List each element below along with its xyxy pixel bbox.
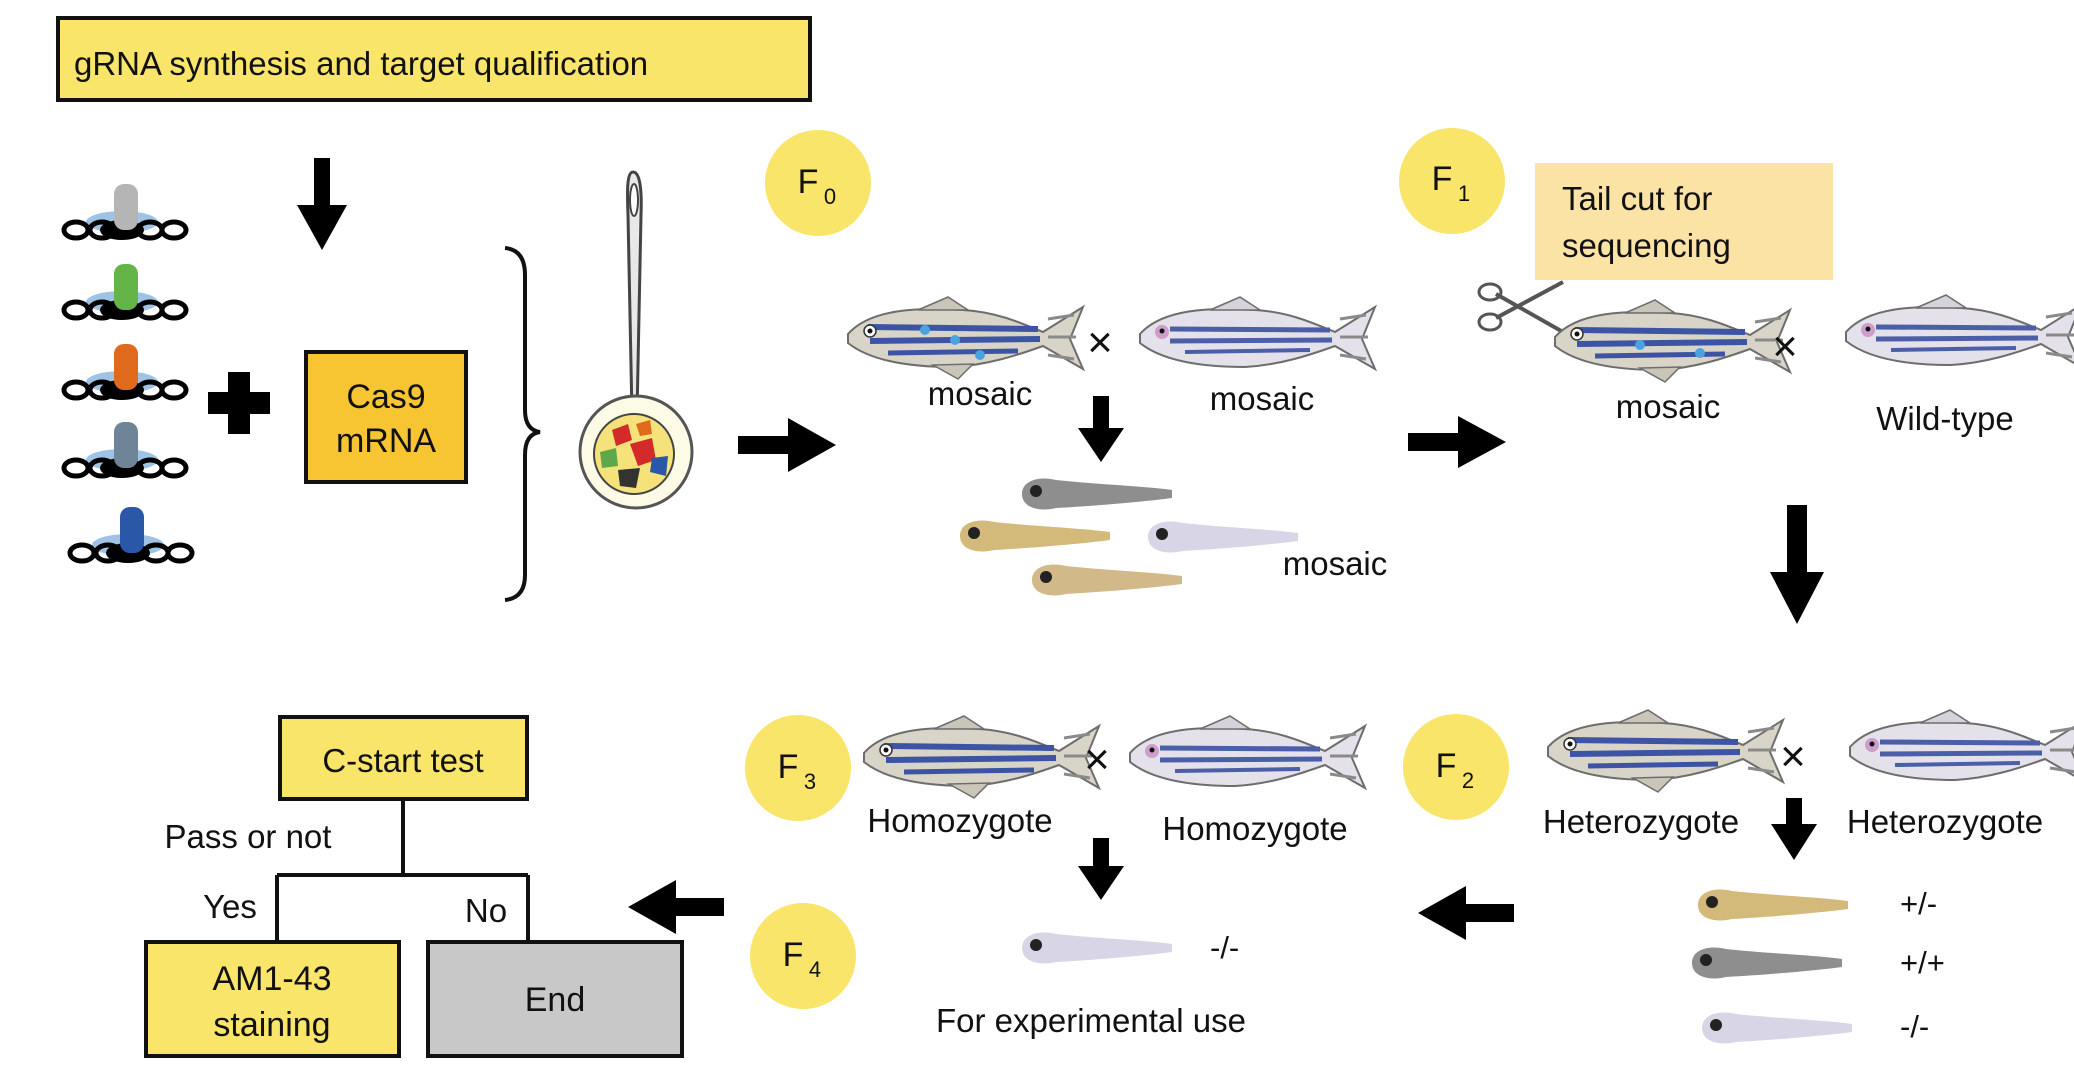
f0-cross-symbol: × [1087, 318, 1113, 367]
f1-sub: 1 [1458, 181, 1470, 206]
down-arrow-icon [1770, 505, 1824, 624]
f4-sub: 4 [809, 957, 821, 982]
f2-letter: F [1436, 747, 1457, 785]
decision-yes: Yes [203, 888, 257, 925]
embryo-icon [578, 394, 694, 510]
end-label: End [525, 981, 586, 1019]
am1-43-staining-box [144, 940, 401, 1058]
f4-use-label: For experimental use [936, 1002, 1246, 1039]
f0-fish-left [848, 297, 1083, 379]
tail-cut-line2: sequencing [1562, 227, 1731, 264]
f3-letter: F [778, 748, 799, 786]
f0-label-right: mosaic [1210, 380, 1315, 417]
left-arrow-icon [1418, 886, 1514, 940]
f2-down-arrow-icon [1771, 798, 1817, 860]
f0-down-arrow-icon [1078, 396, 1124, 462]
down-arrow-icon [297, 158, 347, 250]
right-arrow-icon [1408, 416, 1506, 468]
cas9-box [304, 350, 468, 484]
f2-cross-symbol: × [1780, 732, 1806, 781]
genotype-het: +/- [1900, 886, 1937, 921]
f2-label-left: Heterozygote [1543, 803, 1739, 840]
plus-icon [208, 372, 270, 434]
right-brace [504, 246, 541, 602]
f3-cross-symbol: × [1084, 735, 1110, 784]
decision-tree-lines [275, 799, 530, 940]
f0-label-left: mosaic [928, 375, 1033, 412]
injection-needle-icon [626, 170, 643, 417]
f3-offspring-genotype: -/- [1210, 930, 1239, 965]
grna-icon-gray [64, 184, 186, 240]
f0-fish-right [1140, 297, 1375, 369]
cas9-line2: mRNA [336, 422, 436, 460]
f3-label-right: Homozygote [1162, 810, 1347, 847]
tail-cut-line1: Tail cut for [1562, 180, 1712, 217]
grna-icon-orange [64, 344, 186, 400]
right-arrow-icon [738, 418, 836, 472]
title-box [56, 16, 812, 102]
title-text: gRNA synthesis and target qualification [74, 45, 648, 82]
cas9-line1: Cas9 [346, 378, 425, 416]
left-arrow-icon [628, 880, 724, 934]
am1-43-line1: AM1-43 [212, 960, 331, 998]
f1-fish-left [1555, 300, 1790, 382]
f4-circle [750, 903, 856, 1009]
decision-question: Pass or not [165, 818, 332, 855]
am1-43-line2: staining [213, 1006, 330, 1044]
f0-circle [765, 130, 871, 236]
f0-larvae [960, 478, 1298, 596]
f2-fish-right [1850, 710, 2074, 782]
f1-cross-symbol: × [1772, 322, 1798, 371]
scissors-icon [1477, 280, 1564, 334]
f1-fish-right [1846, 295, 2074, 367]
f3-larva [1022, 932, 1172, 964]
grna-icon-green [64, 264, 186, 320]
f3-label-left: Homozygote [867, 802, 1052, 839]
f0-letter: F [798, 163, 819, 201]
f3-fish-right [1130, 716, 1365, 788]
f2-circle [1403, 714, 1509, 820]
decision-no: No [465, 892, 507, 929]
f1-label-right: Wild-type [1876, 400, 2014, 437]
f3-circle [745, 715, 851, 821]
f1-letter: F [1432, 160, 1453, 198]
c-start-test-label: C-start test [322, 742, 483, 779]
f2-label-right: Heterozygote [1847, 803, 2043, 840]
f3-fish-left [864, 716, 1099, 798]
end-box [426, 940, 684, 1058]
f0-offspring-label: mosaic [1283, 545, 1388, 582]
f2-fish-left [1548, 710, 1783, 792]
genotype-hom: -/- [1900, 1009, 1929, 1044]
f1-circle [1399, 128, 1505, 234]
f2-larvae [1692, 889, 1852, 1044]
grna-icon-blue [70, 507, 192, 563]
f2-sub: 2 [1462, 768, 1474, 793]
tail-cut-box [1535, 163, 1833, 280]
f4-letter: F [783, 936, 804, 974]
f3-sub: 3 [804, 769, 816, 794]
f0-sub: 0 [824, 184, 836, 209]
genotype-wt: +/+ [1900, 945, 1945, 980]
f3-down-arrow-icon [1078, 838, 1124, 900]
f1-label-left: mosaic [1616, 388, 1721, 425]
grna-icon-slate [64, 422, 186, 478]
